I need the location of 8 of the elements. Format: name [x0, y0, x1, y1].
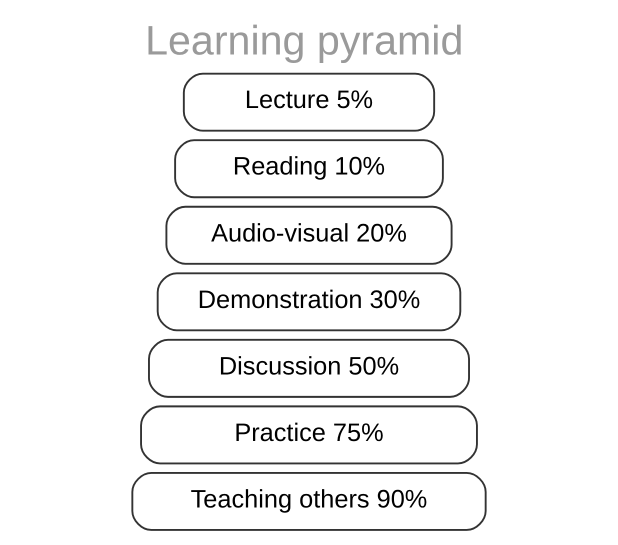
node-box: Practice 75% — [140, 405, 478, 464]
node-box: Audio-visual 20% — [165, 206, 453, 265]
node-box: Discussion 50% — [148, 338, 470, 398]
node-box: Reading 10% — [174, 139, 444, 198]
node-box: Lecture 5% — [182, 72, 436, 132]
node-box: Demonstration 30% — [156, 272, 462, 332]
node-box: Teaching others 90% — [131, 472, 487, 531]
diagram-title: Learning pyramid — [145, 17, 464, 64]
